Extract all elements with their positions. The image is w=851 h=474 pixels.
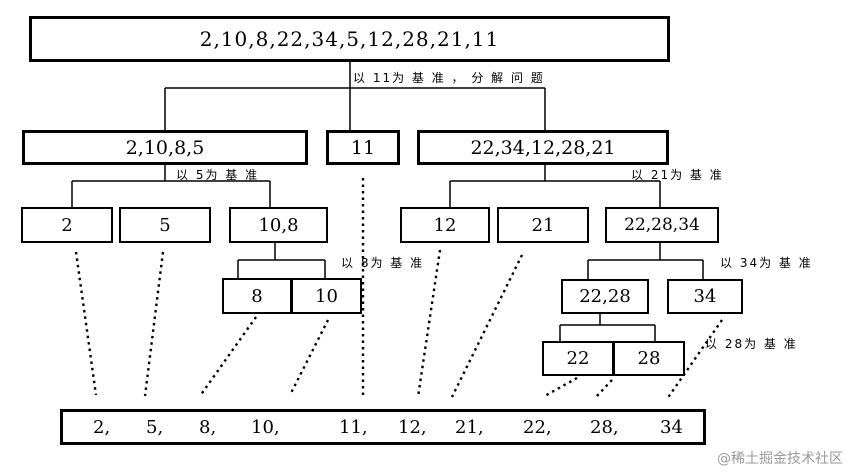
node-8-box: 8 [222,278,292,314]
pivot-21-label: 以 21为 基 准 [631,168,724,182]
node-28-box: 28 [613,341,685,376]
pivot-34-label: 以 34为 基 准 [720,256,813,270]
pivot-11-box: 11 [326,130,400,165]
node-2-box: 2 [21,207,113,243]
dotted-guide [74,251,98,396]
pivot-8-label: 以 8为 基 准 [341,256,425,270]
node-5-box: 5 [119,207,211,243]
sorted-result-box: 2, 5, 8, 10, 11, 12, 21, 22, 28, 34 [60,409,706,445]
result-item: 11, [339,416,368,438]
result-item: 28, [590,416,619,438]
node-21-text: 21 [531,214,555,236]
right-partition-text: 22,34,12,28,21 [470,136,616,159]
node-12-text: 12 [433,214,457,236]
node-22-28-text: 22,28 [579,286,631,307]
result-item: 10, [251,416,280,438]
node-5-text: 5 [159,214,171,236]
pivot-5-label: 以 5为 基 准 [176,168,260,182]
node-2-text: 2 [61,214,73,236]
dotted-guide [199,316,257,397]
result-item: 8, [199,416,217,438]
node-34-text: 34 [693,286,717,307]
node-22-28-box: 22,28 [561,279,649,314]
pivot-28-label: 以 28为 基 准 [705,337,798,351]
dotted-guide [542,376,578,399]
node-10-box: 10 [291,278,362,314]
node-12-box: 12 [400,207,490,243]
dotted-guide [594,379,613,399]
result-item: 5, [146,416,164,438]
pivot-11-text: 11 [350,136,376,159]
node-34-box: 34 [667,279,743,314]
node-10-8-text: 10,8 [258,214,299,236]
node-10-8-box: 10,8 [229,207,328,243]
pivot-11-label: 以 11为 基 准 ， 分 解 问 题 [353,71,545,85]
left-partition-text: 2,10,8,5 [125,136,205,159]
node-28-text: 28 [637,348,661,369]
result-item: 22, [523,416,552,438]
dotted-guide [143,251,165,397]
node-8-text: 8 [251,285,263,307]
dotted-guide [288,319,330,396]
node-22-28-34-text: 22,28,34 [624,215,700,235]
dotted-guide [416,249,442,398]
node-22-text: 22 [566,348,590,369]
right-partition-box: 22,34,12,28,21 [417,130,669,165]
result-item: 12, [398,416,427,438]
node-21-box: 21 [497,207,589,243]
node-22-box: 22 [542,341,614,376]
result-item: 34 [660,416,683,438]
left-partition-box: 2,10,8,5 [22,130,308,165]
root-array-text: 2,10,8,22,34,5,12,28,21,11 [199,27,500,51]
root-array-box: 2,10,8,22,34,5,12,28,21,11 [29,16,670,62]
result-item: 21, [455,416,484,438]
node-22-28-34-box: 22,28,34 [605,207,719,243]
dotted-guide [450,254,524,398]
watermark: @稀土掘金技术社区 [717,451,843,467]
result-item: 2, [93,416,111,438]
node-10-text: 10 [315,285,338,307]
dotted-guide [666,319,723,400]
